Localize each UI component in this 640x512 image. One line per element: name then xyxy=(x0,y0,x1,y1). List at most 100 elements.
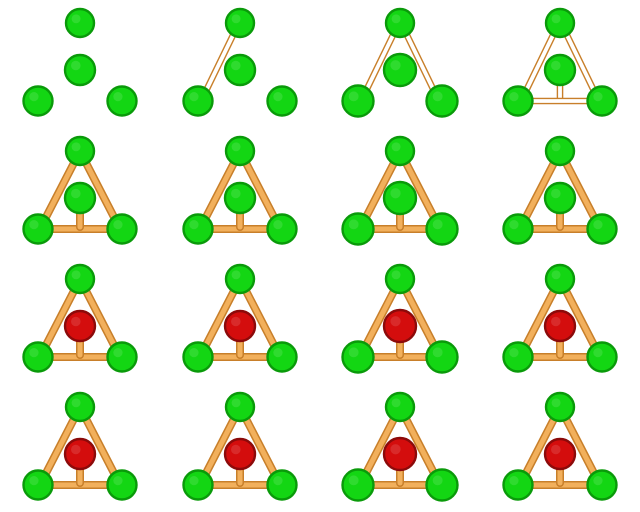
red-node-center xyxy=(223,437,257,471)
link-right-side-strand-2 xyxy=(565,27,599,95)
green-node-left-shine xyxy=(348,475,359,486)
link-left-side xyxy=(201,27,239,97)
sprite-frame-1 xyxy=(22,7,138,117)
green-node-right-shine xyxy=(593,348,603,358)
green-node-center-body xyxy=(63,181,97,215)
green-node-left xyxy=(502,85,534,117)
sprite-frame-2 xyxy=(182,7,298,117)
green-node-top xyxy=(64,391,96,423)
green-node-top-shine xyxy=(71,14,81,24)
link-left-side-core xyxy=(361,412,399,480)
green-node-center xyxy=(63,181,97,215)
green-node-left-body xyxy=(22,341,54,373)
red-node-center-shine xyxy=(390,444,401,455)
red-node-center xyxy=(63,309,97,343)
link-right-side xyxy=(401,27,439,97)
sprite-frame-5 xyxy=(22,135,138,245)
link-left-side-core xyxy=(201,156,239,224)
red-node-center xyxy=(382,308,418,344)
green-node-right-body xyxy=(586,85,618,117)
green-node-center-shine xyxy=(71,188,81,199)
link-left-side xyxy=(200,283,240,353)
link-left-side-core xyxy=(521,284,559,352)
green-node-right-body xyxy=(106,85,138,117)
green-node-center-shine xyxy=(390,60,401,71)
green-node-left-body xyxy=(502,469,534,501)
green-node-left-body xyxy=(341,84,375,118)
red-node-center-shine xyxy=(390,316,401,327)
green-node-left xyxy=(502,341,534,373)
green-node-left-shine xyxy=(29,348,39,358)
link-left-side xyxy=(520,155,560,225)
green-node-top-shine xyxy=(551,14,561,24)
link-right-side xyxy=(561,27,599,97)
sprite-frame-3 xyxy=(341,7,459,118)
green-node-right-shine xyxy=(273,220,283,230)
green-node-right-body xyxy=(425,340,459,374)
green-node-left-body xyxy=(22,469,54,501)
link-right-side-core xyxy=(561,412,599,480)
green-node-right-body xyxy=(266,213,298,245)
green-node-top xyxy=(224,263,256,295)
green-node-center-body xyxy=(382,52,418,88)
link-left-side-core xyxy=(201,284,239,352)
green-node-center-body xyxy=(223,181,257,215)
green-node-left-body xyxy=(182,341,214,373)
green-node-center-body xyxy=(382,180,418,216)
red-node-center-body xyxy=(382,308,418,344)
link-right-side-core xyxy=(561,284,599,352)
green-node-top-body xyxy=(64,263,96,295)
sprite-frame-15 xyxy=(341,391,459,502)
red-node-center xyxy=(382,436,418,472)
green-node-right xyxy=(425,84,459,118)
green-node-left xyxy=(341,84,375,118)
green-node-left-shine xyxy=(509,476,519,486)
sprite-frame-7 xyxy=(341,135,459,246)
green-node-center xyxy=(382,52,418,88)
green-node-top xyxy=(64,135,96,167)
green-node-left-shine xyxy=(189,220,199,230)
green-node-left-body xyxy=(182,469,214,501)
green-node-top xyxy=(384,135,416,167)
green-node-top-shine xyxy=(231,398,241,408)
green-node-top-shine xyxy=(391,14,401,24)
green-node-left-shine xyxy=(509,348,519,358)
sprite-frame-6 xyxy=(182,135,298,245)
green-node-top xyxy=(544,263,576,295)
green-node-center-shine xyxy=(231,60,241,71)
green-node-left xyxy=(341,468,375,502)
green-node-top-body xyxy=(384,263,416,295)
link-left-side xyxy=(520,283,560,353)
link-left-side-core xyxy=(41,284,79,352)
link-right-side xyxy=(400,283,440,353)
link-left-side xyxy=(360,411,400,481)
red-node-center-body xyxy=(543,309,577,343)
green-node-right-shine xyxy=(432,91,443,102)
green-node-top-body xyxy=(384,135,416,167)
link-right-side xyxy=(240,283,280,353)
green-node-right xyxy=(106,341,138,373)
link-left-side-core xyxy=(521,412,559,480)
green-node-left xyxy=(182,341,214,373)
green-node-center xyxy=(63,53,97,87)
green-node-left-body xyxy=(22,85,54,117)
green-node-top-body xyxy=(224,391,256,423)
red-node-center xyxy=(63,437,97,471)
green-node-top xyxy=(544,7,576,39)
green-node-right xyxy=(586,213,618,245)
green-node-top-body xyxy=(544,391,576,423)
red-node-center-body xyxy=(63,309,97,343)
red-node-center-body xyxy=(382,436,418,472)
green-node-left xyxy=(341,340,375,374)
link-left-side-strand-1 xyxy=(521,27,555,95)
green-node-center xyxy=(223,53,257,87)
green-node-right xyxy=(106,469,138,501)
green-node-left xyxy=(182,213,214,245)
green-node-center-body xyxy=(543,53,577,87)
green-node-left xyxy=(182,85,214,117)
red-node-center xyxy=(223,309,257,343)
green-node-left xyxy=(502,213,534,245)
green-node-top-body xyxy=(544,263,576,295)
red-node-center xyxy=(543,309,577,343)
